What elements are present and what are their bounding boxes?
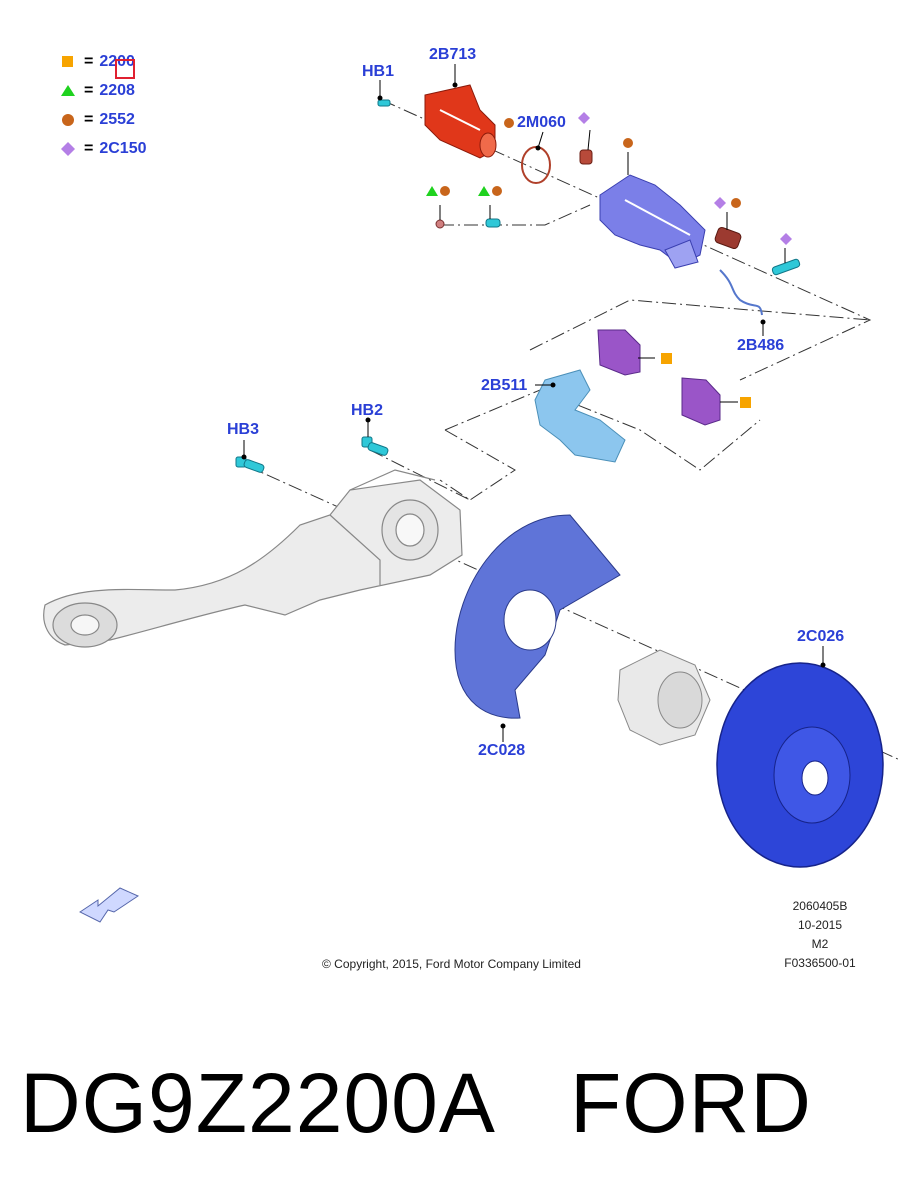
legend-row-2: = 2208: [62, 80, 135, 102]
callout-hb2: HB2: [351, 402, 384, 419]
brake-pads: [597, 329, 721, 426]
selection-highlight-box: [115, 59, 135, 79]
legend-code: 2200: [99, 53, 135, 70]
caliper-bracket-2b511: [534, 369, 626, 463]
legend-diamond-icon: [61, 142, 75, 156]
brake-motor-2b713: [424, 84, 497, 159]
drawing-ref: F0336500-01: [784, 956, 856, 970]
callout-2b486: 2B486: [737, 337, 785, 354]
caliper-bolt-sleeve: [771, 258, 801, 276]
drawing-rev: M2: [811, 937, 829, 951]
assembly-line-bracket: [444, 389, 761, 471]
legend-square-icon: [62, 56, 73, 67]
legend-equals: =: [84, 53, 94, 70]
legend-row-3: = 2552: [62, 109, 135, 131]
part-markers: [426, 112, 792, 408]
footer-brand: FORD: [570, 1056, 812, 1150]
legend-equals: =: [84, 82, 94, 99]
legend-triangle-icon: [61, 85, 75, 96]
drawing-date: 10-2015: [797, 918, 843, 932]
bolt-hb3: [235, 456, 265, 473]
callout-hb1: HB1: [362, 63, 395, 80]
legend-code: 2208: [99, 82, 135, 99]
legend-code: 2C150: [99, 140, 147, 157]
dust-shield-2c028: [454, 514, 621, 719]
copyright-notice: © Copyright, 2015, Ford Motor Company Li…: [322, 957, 581, 971]
drawing-number: 2060405B: [792, 899, 848, 913]
legend-circle-icon: [62, 114, 74, 126]
callout-2c026: 2C026: [797, 628, 845, 645]
assembly-line-top: [381, 99, 872, 381]
guide-pin: [714, 227, 742, 249]
callout-2b713: 2B713: [429, 46, 477, 63]
callout-2m060: 2M060: [517, 114, 566, 131]
callout-2b511: 2B511: [481, 377, 528, 394]
assembly-line-pads: [529, 299, 871, 351]
knuckle-arm: [43, 469, 463, 648]
hub-bearing: [617, 649, 711, 746]
guide-pin-bushing: [579, 149, 593, 165]
caliper-housing: [599, 174, 706, 269]
bolt-hb1: [377, 99, 391, 107]
legend-row-1: = 2200: [62, 51, 135, 73]
assembly-line-lower: [439, 429, 516, 501]
legend-equals: =: [84, 140, 94, 157]
legend-code: 2552: [99, 111, 135, 128]
legend-equals: =: [84, 111, 94, 128]
brake-rotor-2c026: [716, 662, 884, 868]
o-ring-2m060: [521, 146, 551, 184]
bleeder-cap: [435, 219, 445, 229]
callout-2c028: 2C028: [478, 742, 526, 759]
footer-part-number: DG9Z2200A: [20, 1056, 496, 1150]
assembly-line-hb2: [369, 449, 471, 501]
bleeder-screw: [485, 218, 501, 228]
front-direction-arrow-icon: [79, 887, 140, 923]
wear-sensor-2b486: [719, 269, 763, 316]
bolt-hb2: [361, 436, 389, 456]
legend-row-4: = 2C150: [62, 138, 147, 160]
callout-hb3: HB3: [227, 421, 260, 438]
assembly-line-caliper: [440, 204, 591, 226]
